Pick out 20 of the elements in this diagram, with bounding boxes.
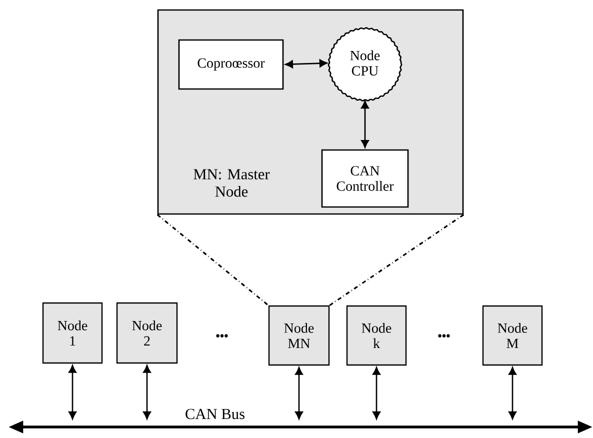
- node-box: Node 2: [116, 302, 178, 364]
- double-arrow: [143, 365, 151, 420]
- node-box: Node MN: [268, 305, 330, 366]
- double-arrow: [295, 367, 303, 420]
- double-arrow: [361, 100, 369, 148]
- component-box: Coproœssor: [178, 39, 284, 90]
- double-arrow: [508, 367, 516, 420]
- bus-label: CAN Bus: [186, 408, 244, 420]
- component-box: CAN Controller: [321, 149, 409, 208]
- node-box: Node 1: [42, 302, 103, 364]
- ellipsis: •••: [216, 334, 228, 338]
- double-arrow: [68, 365, 76, 420]
- cpu-circle: Node CPU: [328, 27, 402, 102]
- zoom-line: [329, 214, 464, 306]
- ellipsis: •••: [438, 334, 450, 338]
- double-arrow: [372, 367, 380, 420]
- node-box: Node k: [346, 305, 407, 366]
- node-box: Node M: [482, 305, 543, 366]
- double-arrow: [285, 59, 328, 68]
- zoom-line: [156, 214, 269, 306]
